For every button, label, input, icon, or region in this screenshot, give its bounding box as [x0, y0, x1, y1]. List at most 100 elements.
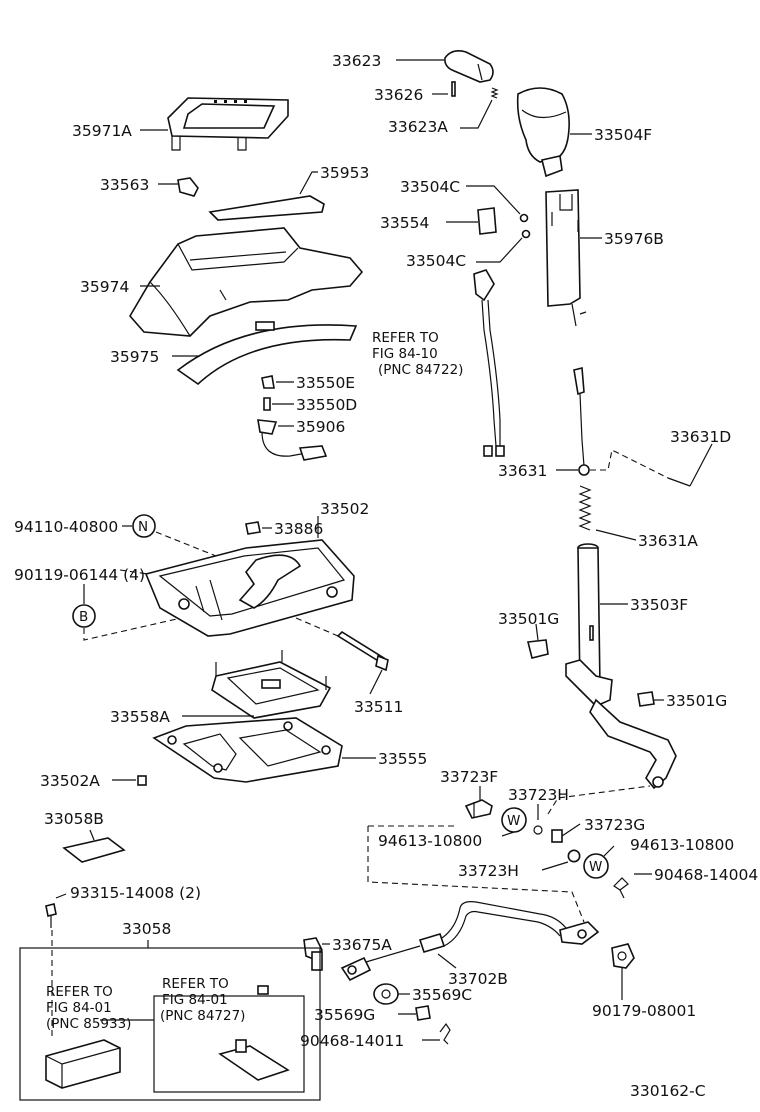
label-35975: 35975: [110, 348, 159, 366]
ref-84727-line3: (PNC 84727): [160, 1008, 245, 1024]
bulb-33563: [177, 177, 199, 197]
bulb-socket-parts: [257, 375, 328, 461]
label-90468-14004: 90468-14004: [654, 866, 758, 884]
label-33626: 33626: [374, 86, 423, 104]
marker-w1-text: W: [507, 813, 520, 829]
sub-box-84727: [153, 995, 305, 1093]
ref-84727-line1: REFER TO: [162, 976, 229, 992]
pin-33626: [451, 81, 456, 97]
ref-84727-line2: FIG 84-01: [162, 992, 228, 1008]
label-33511: 33511: [354, 698, 403, 716]
plate-33555: [152, 717, 343, 783]
label-94110: 94110-40800: [14, 518, 118, 536]
label-33550e: 33550E: [296, 374, 355, 392]
bushing-35569c: [373, 983, 399, 1005]
label-90119: 90119-06144 (4): [14, 566, 145, 584]
label-90468-14011: 90468-14011: [300, 1032, 404, 1050]
label-35906: 35906: [296, 418, 345, 436]
marker-b: [72, 604, 96, 628]
ref-84722-line2: FIG 84-10: [372, 346, 438, 362]
clip-33723f: [464, 799, 493, 819]
label-35569c: 35569C: [412, 986, 472, 1004]
label-33723h-2: 33723H: [458, 862, 519, 880]
shift-lever-33503f: [565, 543, 677, 790]
label-33555: 33555: [378, 750, 427, 768]
spring-33631a: [578, 485, 592, 531]
clip-90468-14004: [613, 877, 629, 899]
label-33058b: 33058B: [44, 810, 104, 828]
stop-33502a: [137, 775, 147, 786]
slide-plate-35953: [208, 195, 325, 221]
lever-sleeve-35976b: [545, 189, 587, 327]
control-unit-box: [45, 1039, 121, 1089]
washer-35569g: [415, 1005, 431, 1021]
label-33504c-2: 33504C: [406, 252, 466, 270]
screw-93315: [45, 903, 57, 928]
label-33723f: 33723F: [440, 768, 498, 786]
ref-84722-line1: REFER TO: [372, 330, 439, 346]
label-33723g: 33723G: [584, 816, 645, 834]
label-33501g-2: 33501G: [666, 692, 727, 710]
label-33504f: 33504F: [594, 126, 652, 144]
cover-strip-35975: [176, 321, 358, 386]
label-33623: 33623: [332, 52, 381, 70]
marker-n: [132, 514, 156, 538]
indicator-housing-35971a: [167, 97, 289, 151]
label-35569g: 35569G: [314, 1006, 375, 1024]
label-33503f: 33503F: [630, 596, 688, 614]
label-35974: 35974: [80, 278, 129, 296]
ref-84722-line3: (PNC 84722): [378, 362, 463, 378]
shift-knob-33504f: [516, 87, 570, 178]
label-33631d: 33631D: [670, 428, 731, 446]
console-bezel-35974: [129, 227, 364, 337]
sensor-plate: [218, 1039, 290, 1081]
screw-33504c-2: [521, 229, 531, 239]
clip-33723g: [551, 829, 563, 843]
ref-85933-line2: FIG 84-01: [46, 1000, 112, 1016]
label-33723h-1: 33723H: [508, 786, 569, 804]
washer-33723h-1: [533, 825, 543, 835]
wire-harness: [473, 269, 505, 457]
label-33558a: 33558A: [110, 708, 170, 726]
label-90179: 90179-08001: [592, 1002, 696, 1020]
connector-small: [257, 985, 269, 995]
ref-85933-line3: (PNC 85933): [46, 1016, 131, 1032]
label-sheet-33058b: [62, 837, 126, 863]
nut-33886: [245, 521, 261, 535]
label-33502a: 33502A: [40, 772, 100, 790]
marker-n-text: N: [138, 519, 148, 535]
label-93315: 93315-14008 (2): [70, 884, 201, 902]
label-33631: 33631: [498, 462, 547, 480]
label-33563: 33563: [100, 176, 149, 194]
nut-90179: [611, 943, 635, 969]
pin-33631d: [667, 477, 691, 487]
knob-button-33623: [444, 50, 494, 83]
label-33550d: 33550D: [296, 396, 357, 414]
plate-33554: [477, 207, 497, 235]
label-33702b: 33702B: [448, 970, 508, 988]
label-33554: 33554: [380, 214, 429, 232]
label-33623a: 33623A: [388, 118, 448, 136]
spring-33623a: [490, 87, 499, 99]
label-35953: 35953: [320, 164, 369, 182]
label-33631a: 33631A: [638, 532, 698, 550]
label-33886: 33886: [274, 520, 323, 538]
cable-33702b: [340, 901, 600, 982]
label-33058: 33058: [122, 920, 171, 938]
clip-90468-14011: [439, 1022, 451, 1045]
bolt-33511: [336, 630, 389, 672]
ref-85933-line1: REFER TO: [46, 984, 113, 1000]
pin-33675a: [303, 937, 323, 971]
screw-33504c-1: [519, 213, 529, 223]
label-94613-2: 94613-10800: [630, 836, 734, 854]
label-33501g-1: 33501G: [498, 610, 559, 628]
diagram-code: 330162-C: [630, 1082, 706, 1100]
rod-33631: [573, 366, 590, 476]
label-33675a: 33675A: [332, 936, 392, 954]
bushing-33501g-2: [637, 691, 655, 707]
label-35971a: 35971A: [72, 122, 132, 140]
kit-box-33058: [19, 947, 321, 1101]
washer-33723h-2: [567, 849, 581, 863]
